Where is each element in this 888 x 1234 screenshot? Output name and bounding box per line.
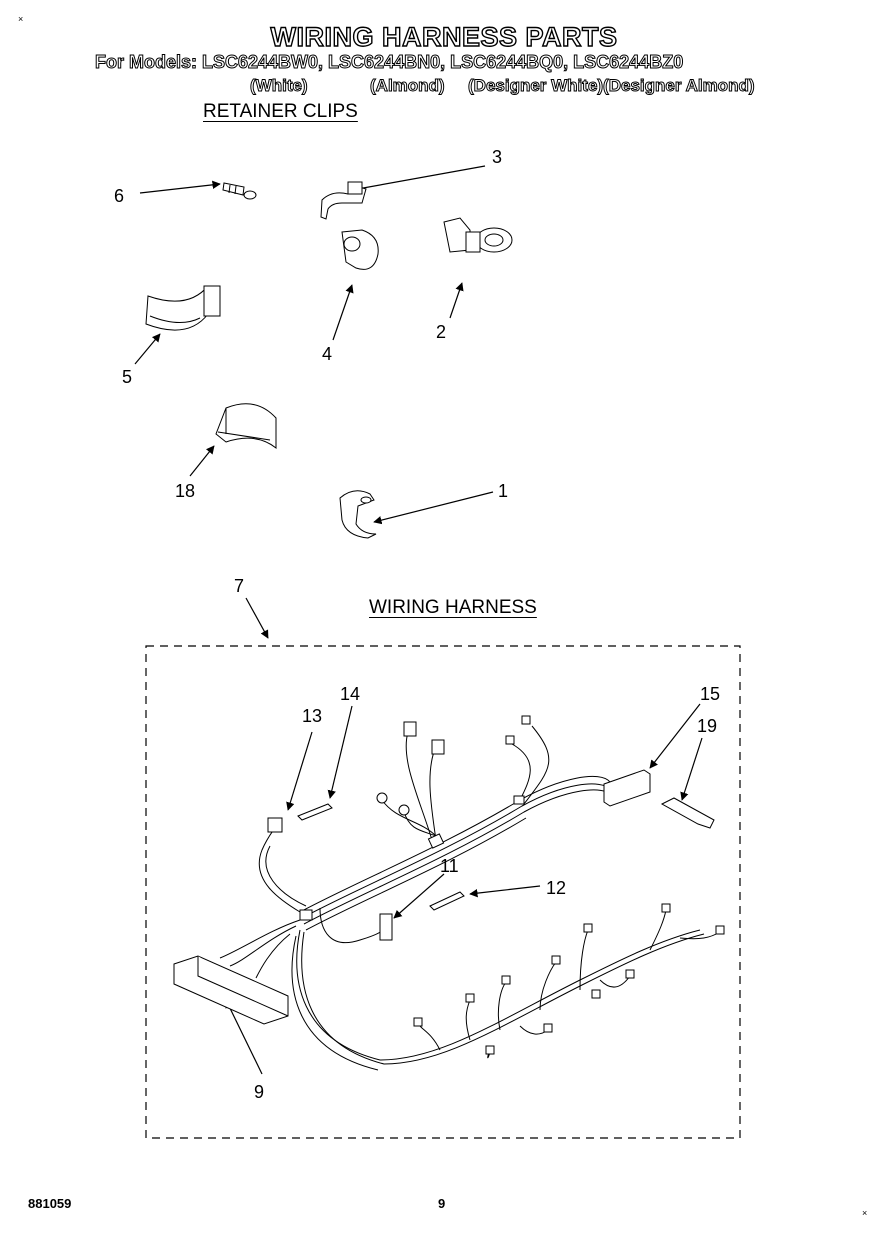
connector-13 (267, 817, 283, 833)
document-number: 881059 (28, 1196, 72, 1211)
leader-3 (351, 165, 486, 193)
clip-1 (339, 490, 377, 539)
callout-18: 18 (175, 481, 196, 501)
callout-6: 6 (114, 186, 125, 206)
callout-5: 5 (122, 367, 133, 387)
leader-12 (469, 885, 541, 898)
callout-11: 11 (440, 856, 459, 876)
leader-2 (449, 282, 464, 319)
leader-13 (286, 731, 313, 811)
corner-mark-top: × (18, 14, 24, 24)
leader-19 (680, 737, 703, 801)
leader-15 (649, 703, 701, 769)
corner-mark-bottom: × (862, 1208, 868, 1218)
leader-9 (225, 999, 263, 1075)
leader-6 (139, 180, 221, 194)
page-title: WIRING HARNESS PARTS (270, 21, 618, 52)
color-white: (White) (250, 76, 309, 96)
callout-1: 1 (498, 481, 509, 501)
callout-15: 15 (700, 684, 721, 704)
callout-3: 3 (492, 147, 503, 167)
connector-11 (379, 913, 393, 941)
terminal-14 (297, 803, 333, 821)
callout-13: 13 (302, 706, 323, 726)
section-wiring-harness: WIRING HARNESS (369, 597, 537, 618)
harness-dashed-box (145, 645, 741, 1139)
callout-4: 4 (322, 344, 333, 364)
leader-18 (189, 445, 215, 477)
leader-7 (245, 597, 269, 639)
terminal-19 (660, 797, 715, 829)
clip-5 (145, 285, 221, 331)
callout-19: 19 (697, 716, 718, 736)
callout-2: 2 (436, 322, 447, 342)
clip-6 (222, 182, 257, 200)
clip-2 (443, 217, 513, 253)
clip-4 (341, 229, 379, 270)
leader-4 (332, 284, 354, 341)
callout-12: 12 (546, 878, 567, 898)
color-almond: (Almond) (370, 76, 446, 96)
callout-7: 7 (234, 576, 245, 596)
color-designer: (Designer White)(Designer Almond) (468, 76, 755, 96)
leader-1 (373, 491, 494, 525)
connector-15 (603, 769, 651, 807)
clip-18 (215, 403, 277, 450)
page-number: 9 (438, 1196, 446, 1211)
clip-3 (320, 181, 367, 220)
leader-14 (327, 705, 353, 799)
terminal-12 (429, 891, 465, 911)
callout-14: 14 (340, 684, 361, 704)
model-list: For Models: LSC6244BW0, LSC6244BN0, LSC6… (94, 52, 684, 73)
callout-9: 9 (254, 1082, 265, 1102)
harness-components (173, 715, 725, 1055)
section-retainer-clips: RETAINER CLIPS (203, 101, 358, 122)
leader-11 (393, 873, 445, 919)
leader-5 (134, 333, 161, 365)
